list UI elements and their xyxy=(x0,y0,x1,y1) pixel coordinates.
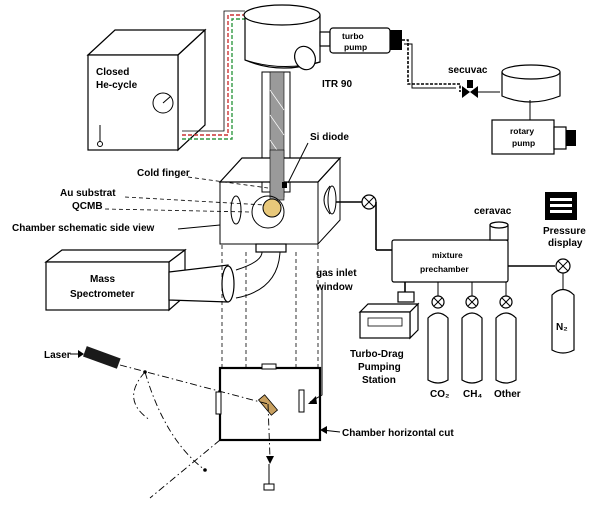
laser-setup: Laser xyxy=(44,346,275,499)
mass-spectrometer-label-2: Spectrometer xyxy=(70,289,135,300)
chamber-horizontal-cut-label: Chamber horizontal cut xyxy=(342,428,454,439)
secuvac-label: secuvac xyxy=(448,65,488,76)
he-lines xyxy=(182,10,245,140)
pressure-display-label-2: display xyxy=(548,238,583,249)
projection-lines xyxy=(221,245,319,368)
laser-label: Laser xyxy=(44,350,71,361)
gas-inlet-label-2: window xyxy=(315,282,353,293)
turbo-pump-label-2: pump xyxy=(344,42,367,52)
qcmb-label: QCMB xyxy=(72,201,103,212)
mixture-prechamber-label-2: prechamber xyxy=(420,264,469,274)
mixture-prechamber: mixture prechamber xyxy=(391,239,555,283)
mass-spectrometer-label-1: Mass xyxy=(90,274,115,285)
turbo-pump-label-1: turbo xyxy=(342,31,364,41)
co2-bottle: CO₂ xyxy=(427,282,449,400)
closed-he-cycle-label-1: Closed xyxy=(96,67,129,78)
turbo-drag-label-1: Turbo-Drag xyxy=(350,349,404,360)
closed-he-cycle-unit: Closed He-cycle xyxy=(86,28,207,152)
rotary-pump-label-1: rotary xyxy=(510,126,534,136)
turbo-pump: turbo pump xyxy=(319,27,402,54)
ceravac-gauge: ceravac xyxy=(474,206,512,241)
chamber-side-view-label: Chamber schematic side view xyxy=(12,223,155,234)
mixture-prechamber-label-1: mixture xyxy=(432,250,463,260)
rotary-pump: rotary pump xyxy=(491,64,576,155)
si-diode-label: Si diode xyxy=(310,132,349,143)
gas-inlet-line: gas inlet window xyxy=(315,194,392,293)
ceravac-label: ceravac xyxy=(474,206,512,217)
secuvac-valve: secuvac xyxy=(448,65,500,98)
turbo-drag-station: Turbo-Drag Pumping Station xyxy=(350,282,420,386)
turbo-drag-label-2: Pumping xyxy=(358,362,401,373)
pressure-display-label-1: Pressure xyxy=(543,226,586,237)
n2-bottle: N₂ xyxy=(551,258,575,354)
rotary-pump-label-2: pump xyxy=(512,138,535,148)
other-bottle: Other xyxy=(494,282,521,400)
au-substrat-label: Au substrat xyxy=(60,188,116,199)
chamber-side-view xyxy=(218,149,342,253)
co2-label: CO₂ xyxy=(430,389,449,400)
itr90-label: ITR 90 xyxy=(322,79,352,90)
mass-spectrometer: Mass Spectrometer xyxy=(44,248,281,312)
ch4-bottle: CH₄ xyxy=(461,282,483,400)
pressure-display: Pressure display xyxy=(543,192,586,249)
fore-vacuum-line xyxy=(402,39,461,92)
cold-finger-label: Cold finger xyxy=(137,168,190,179)
cryostat-head: ITR 90 xyxy=(243,4,352,90)
other-label: Other xyxy=(494,389,521,400)
gas-inlet-label-1: gas inlet xyxy=(316,268,357,279)
n2-label: N₂ xyxy=(556,322,568,333)
ch4-label: CH₄ xyxy=(463,389,482,400)
turbo-drag-label-3: Station xyxy=(362,375,396,386)
closed-he-cycle-label-2: He-cycle xyxy=(96,80,138,91)
